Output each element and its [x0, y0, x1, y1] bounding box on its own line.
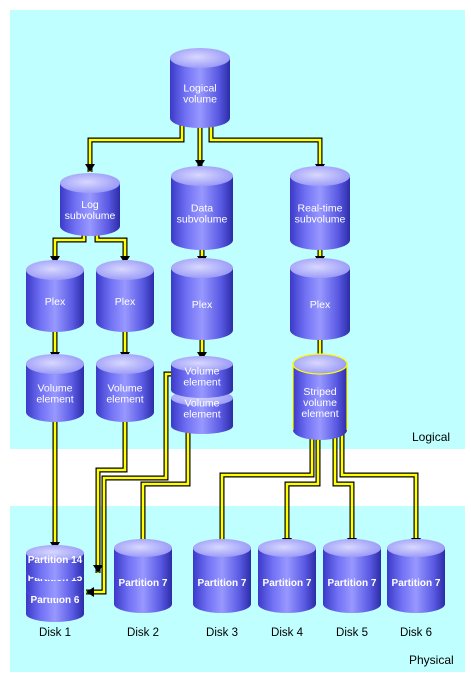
volume-element-3b-cylinder-label-1: Volume: [184, 398, 219, 410]
disk-3-partition-1-label-1: Partition 7: [198, 578, 247, 589]
logical-volume-cylinder-label-1: Logical: [183, 83, 216, 95]
disk-1-label: Disk 1: [39, 627, 71, 639]
data-subvolume-cylinder-label-2: subvolume: [177, 214, 228, 226]
connector-lv-to-log: [85, 118, 185, 172]
plex-3-cylinder: Plex: [171, 258, 233, 340]
disk-2-label: Disk 2: [127, 627, 159, 639]
logical-volume-cylinder-label-2: volume: [183, 94, 217, 106]
disk-4-partition-1: Partition 7: [258, 539, 316, 613]
disk-1-partition-1: Partition 14: [26, 545, 84, 580]
disk-5-label: Disk 5: [336, 627, 368, 639]
volume-element-1-cylinder-label-2: element: [36, 394, 73, 406]
disk-4-partition-1-label-1: Partition 7: [263, 578, 312, 589]
disk-3-label: Disk 3: [206, 627, 238, 639]
log-subvolume-cylinder-label-2: subvolume: [65, 210, 116, 222]
realtime-subvolume-cylinder-label-2: subvolume: [295, 214, 346, 226]
volume-element-3a-cylinder-label-1: Volume: [184, 366, 219, 378]
disk-5-partition-1-label-1: Partition 7: [328, 578, 377, 589]
disk-6-partition-1: Partition 7: [387, 539, 445, 613]
striped-volume-element-cylinder-label-1: Striped: [303, 386, 336, 398]
logical-band-label: Logical: [412, 430, 450, 444]
connector-ve2-to-disk1: [93, 412, 128, 573]
disk-2-partition-1-label-1: Partition 7: [119, 578, 168, 589]
striped-volume-element-cylinder-label-2: volume: [303, 397, 337, 409]
volume-element-2-cylinder-label-1: Volume: [107, 383, 142, 395]
connector-ve3a-to-disk1: [86, 371, 172, 597]
plex-1-cylinder-label-1: Plex: [45, 296, 66, 308]
volume-element-1-cylinder-label-1: Volume: [37, 383, 72, 395]
plex-3-cylinder-label-1: Plex: [192, 299, 213, 311]
realtime-subvolume-cylinder-label-1: Real-time: [298, 203, 343, 215]
disk-6-partition-1-label-1: Partition 7: [392, 578, 441, 589]
plex-4-cylinder-label-1: Plex: [310, 299, 331, 311]
striped-volume-element-cylinder-label-3: element: [301, 408, 338, 420]
disk-2-partition-1: Partition 7: [114, 539, 172, 613]
disk-4-label: Disk 4: [271, 627, 304, 639]
data-subvolume-cylinder-label-1: Data: [191, 203, 213, 215]
plex-2-cylinder-label-1: Plex: [115, 296, 136, 308]
physical-band-label: Physical: [409, 653, 454, 667]
disk-5-partition-1: Partition 7: [323, 539, 381, 613]
disk-label-layer: Disk 1 Disk 2 Disk 3 Disk 4 Disk 5 Disk 6: [39, 627, 432, 639]
plex-1-cylinder: Plex: [26, 260, 84, 332]
volume-element-3a-cylinder-label-2: element: [183, 377, 220, 389]
volume-element-2-cylinder-label-2: element: [106, 394, 143, 406]
log-subvolume-cylinder-label-1: Log: [81, 199, 99, 211]
node-layer: LogicalvolumeLogsubvolumeDatasubvolumeRe…: [26, 48, 445, 622]
disk-3-partition-1: Partition 7: [193, 539, 251, 613]
volume-element-3b-cylinder-label-2: element: [183, 409, 220, 421]
plex-2-cylinder: Plex: [96, 260, 154, 332]
disk-1-partition-3-label-1: Partition 6: [31, 595, 80, 606]
disk-1-partition-1-label-1: Partition 14: [28, 555, 83, 566]
plex-4-cylinder: Plex: [290, 258, 350, 340]
disk-6-label: Disk 6: [400, 627, 432, 639]
